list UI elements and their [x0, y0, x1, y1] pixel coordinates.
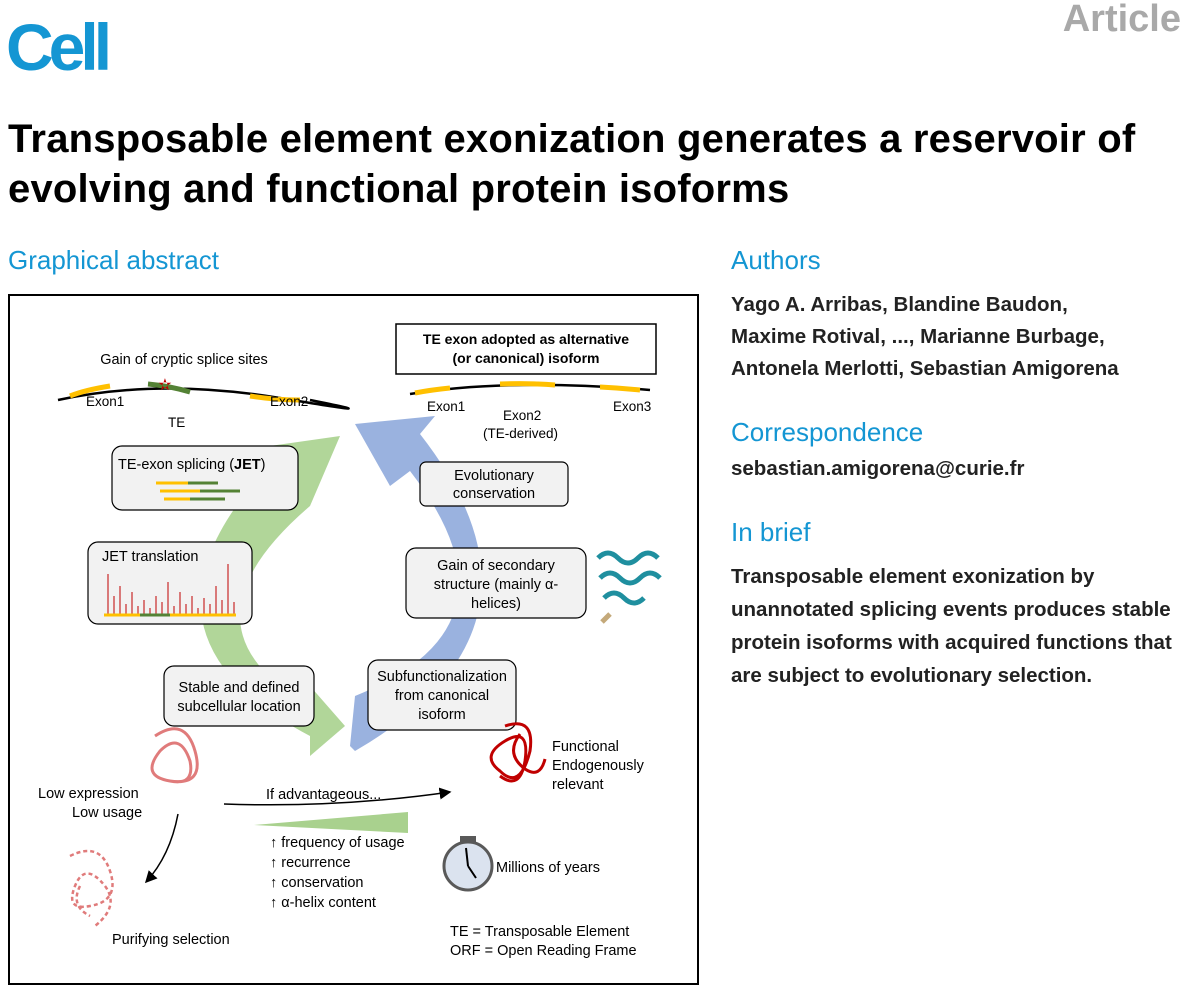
legend-orf: ORF = Open Reading Frame — [450, 943, 637, 959]
graphical-abstract-heading: Graphical abstract — [8, 245, 219, 275]
functional-line3: relevant — [552, 777, 604, 793]
journal-logo: Cell — [6, 10, 112, 84]
if-advantageous-label: If advantageous... — [266, 787, 381, 803]
criteria-item: ↑ recurrence — [270, 855, 351, 871]
evo-line2: conservation — [453, 486, 535, 502]
purifying-arrow — [144, 813, 179, 884]
exon1-right-label: Exon1 — [427, 399, 465, 414]
jet-translation-label: JET translation — [102, 549, 198, 565]
exon1-left-bar — [69, 383, 111, 399]
splice-site-star-icon: ✫ — [158, 377, 172, 394]
advantageous-arrow — [223, 787, 452, 806]
te-bar — [147, 381, 191, 395]
graphical-abstract-figure: Gain of cryptic splice sites ✫ Exon1 TE … — [8, 294, 699, 985]
evolutionary-conservation-box — [419, 461, 569, 507]
exon2-left-label: Exon2 — [270, 394, 308, 409]
criteria-item: ↑ conservation — [270, 875, 364, 891]
criteria-list: ↑ frequency of usage ↑ recurrence ↑ cons… — [270, 835, 405, 911]
low-usage-label: Low usage — [72, 805, 142, 821]
purifying-selection-label: Purifying selection — [112, 932, 230, 948]
correspondence-heading: Correspondence — [731, 417, 924, 447]
frequency-wedge — [254, 812, 408, 833]
gain-line3: helices) — [471, 596, 521, 612]
adopted-line2: (or canonical) isoform — [452, 350, 599, 366]
subfunctionalization-box — [367, 659, 517, 731]
stable-line1: Stable and defined — [179, 680, 300, 696]
in-brief-heading: In brief — [731, 517, 811, 547]
jet-peaks-plot — [107, 564, 235, 614]
millions-years-label: Millions of years — [496, 860, 600, 876]
functional-line2: Endogenously — [552, 758, 645, 774]
stable-line2: subcellular location — [177, 699, 300, 715]
criteria-item: ↑ α-helix content — [270, 895, 376, 911]
authors-list: Yago A. Arribas, Blandine Baudon, Maxime… — [731, 289, 1181, 385]
te-derived-label: (TE-derived) — [483, 426, 558, 441]
exon3-right-label: Exon3 — [613, 399, 651, 414]
functional-protein-icon — [489, 722, 547, 783]
te-splicing-box — [111, 445, 299, 511]
authors-heading: Authors — [731, 245, 821, 275]
low-expression-protein-icon — [150, 727, 199, 784]
adopted-line1: TE exon adopted as alternative — [423, 331, 629, 347]
stable-location-box — [163, 665, 315, 727]
low-expression-label: Low expression — [38, 786, 139, 802]
exon2-left-bar — [249, 393, 301, 403]
correspondence-email[interactable]: sebastian.amigorena@curie.fr — [731, 457, 1025, 480]
authors-line: Antonela Merlotti, Sebastian Amigorena — [731, 357, 1119, 380]
gain-cryptic-label: Gain of cryptic splice sites — [100, 352, 268, 368]
functional-line1: Functional — [552, 739, 619, 755]
authors-line: Yago A. Arribas, Blandine Baudon, — [731, 293, 1068, 316]
clock-icon — [442, 836, 494, 892]
sub-line2: from canonical — [395, 688, 489, 704]
article-title: Transposable element exonization generat… — [8, 117, 1136, 211]
te-label: TE — [168, 415, 185, 430]
jet-translation-box — [87, 541, 253, 625]
authors-line: Maxime Rotival, ..., Marianne Burbage, — [731, 325, 1105, 348]
protein-helix-icon — [596, 550, 662, 624]
adopted-box — [395, 323, 657, 375]
te-splicing-label: TE-exon splicing (JET) — [118, 457, 265, 473]
sub-line3: isoform — [418, 707, 466, 723]
sub-line1: Subfunctionalization — [377, 669, 507, 685]
secondary-structure-box — [405, 547, 587, 619]
graphical-abstract-svg: Gain of cryptic splice sites ✫ Exon1 TE … — [38, 323, 662, 959]
legend-te: TE = Transposable Element — [450, 924, 629, 940]
article-type-label: Article — [1062, 0, 1181, 40]
degraded-protein-icon — [69, 849, 114, 927]
gain-line1: Gain of secondary — [437, 558, 555, 574]
in-brief-text: Transposable element exonization by unan… — [731, 565, 1172, 687]
exon1-left-label: Exon1 — [86, 394, 124, 409]
exon2-right-label: Exon2 — [503, 408, 541, 423]
gain-line2: structure (mainly α- — [434, 577, 559, 593]
evo-line1: Evolutionary — [454, 468, 535, 484]
criteria-item: ↑ frequency of usage — [270, 835, 405, 851]
